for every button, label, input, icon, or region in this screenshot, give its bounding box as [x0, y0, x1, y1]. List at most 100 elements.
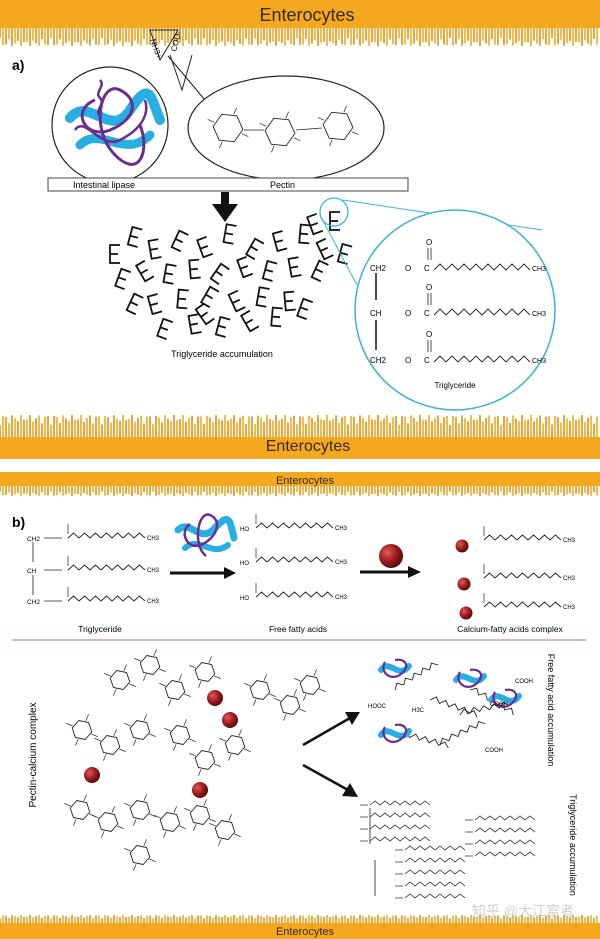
carbon-chain — [67, 564, 146, 571]
substituent-bond — [214, 763, 221, 767]
triglyceride-e-glyph — [227, 289, 246, 313]
substituent-bond — [293, 689, 297, 696]
substituent-bond — [293, 137, 301, 141]
triglyceride-e-glyph — [156, 317, 174, 341]
triglyceride-e-glyph — [315, 237, 334, 261]
substituent-bond — [113, 729, 117, 736]
formula-label: CH — [27, 568, 37, 575]
caption-b-triglyceride: Triglyceride — [78, 624, 122, 634]
triglyceride-e-glyph — [336, 242, 353, 265]
calcium-ion-icon — [379, 544, 403, 568]
arrow-right-1-icon — [170, 567, 236, 579]
substituent-bond — [178, 674, 182, 681]
sugar-ring — [97, 812, 119, 832]
carbon-chain — [429, 696, 478, 718]
triglyceride-e-glyph — [298, 223, 311, 245]
substituent-bond — [91, 733, 98, 737]
substituent-bond — [149, 813, 156, 817]
carbon-chain — [404, 869, 466, 875]
lipase-protein-icon — [457, 668, 483, 688]
triglyceride-e-glyph — [126, 225, 143, 248]
substituent-bond — [208, 744, 212, 751]
carbon-chain — [255, 556, 334, 563]
formula-label: C — [424, 356, 430, 365]
triglyceride-e-glyph — [236, 255, 254, 279]
lipase-small-icon — [174, 513, 238, 557]
triglyceride-e-glyph — [194, 303, 215, 326]
sugar-ring — [164, 680, 186, 700]
substituent-bond — [83, 794, 87, 801]
carbon-chain — [255, 522, 334, 529]
substituent-bond — [124, 803, 131, 807]
tag-nh3: NH3+ — [148, 38, 164, 61]
carbon-chain — [433, 263, 531, 271]
formula-label: CH3 — [563, 538, 576, 544]
band-bottom-label: Enterocytes — [276, 926, 335, 938]
triglyceride-e-glyph — [283, 290, 296, 312]
substituent-bond — [193, 824, 197, 831]
band-mid-small-label: Enterocytes — [276, 475, 335, 487]
substituent-bond — [317, 117, 325, 121]
substituent-bond — [253, 699, 257, 706]
sugar-ring — [129, 845, 151, 865]
formula-label: CH3 — [532, 358, 546, 365]
triglyceride-e-glyph — [255, 286, 270, 308]
substituent-bond — [189, 738, 196, 742]
triglyceride-e-glyph — [146, 293, 163, 316]
band-mid-big-label: Enterocytes — [266, 438, 350, 455]
band-top: Enterocytes — [0, 0, 600, 46]
lipase-protein-icon — [382, 723, 408, 743]
formula-label: O — [426, 283, 432, 292]
substituent-bond — [73, 819, 77, 826]
substituent-bond — [154, 815, 161, 819]
triglyceride-e-glyph — [147, 238, 162, 260]
substituent-bond — [203, 799, 207, 806]
sugar-ring — [194, 750, 216, 770]
substituent-bond — [198, 681, 202, 688]
carbon-chain — [433, 355, 531, 363]
carbon-chain — [439, 720, 486, 746]
triglyceride-e-glyph — [170, 229, 189, 253]
substituent-bond — [274, 698, 281, 702]
substituent-bond — [143, 839, 147, 846]
substituent-bond — [133, 819, 137, 826]
substituent-bond — [228, 754, 232, 761]
substituent-bond — [173, 806, 177, 813]
substituent-bond — [219, 738, 226, 742]
box-label-lipase: Intestinal lipase — [73, 180, 135, 190]
substituent-bond — [343, 105, 347, 113]
side-label-tg-accumulation: Triglyceride accumulation — [568, 794, 578, 896]
panel-a-label: a) — [12, 57, 24, 73]
lipase-protein-icon — [492, 688, 518, 708]
band-top-label: Enterocytes — [259, 5, 354, 25]
band-bottom: Enterocytes — [0, 915, 600, 939]
substituent-bond — [164, 728, 171, 732]
box-label-pectin: Pectin — [270, 180, 295, 190]
substituent-bond — [244, 683, 251, 687]
arrow-up-right-icon — [302, 712, 360, 747]
substituent-bond — [303, 694, 307, 701]
triglyceride-e-glyph — [214, 315, 231, 338]
substituent-bond — [168, 699, 172, 706]
caption-b-complex: Calcium-fatty acids complex — [457, 624, 564, 634]
sugar-ring — [224, 735, 246, 755]
substituent-bond — [218, 839, 222, 846]
carbon-chain — [67, 532, 146, 539]
triglyceride-e-glyph — [310, 259, 329, 283]
formula-label: C — [424, 264, 430, 273]
formula-label: CH2 — [370, 356, 387, 365]
substituent-bond — [134, 658, 141, 662]
substituent-bond — [207, 119, 215, 123]
substituent-bond — [133, 739, 137, 746]
formula-label: O — [405, 264, 411, 273]
substituent-bond — [149, 858, 156, 862]
substituent-bond — [129, 683, 136, 687]
formula-label: CH3 — [532, 266, 546, 273]
substituent-bond — [149, 733, 156, 737]
calcium-ion-icon — [457, 577, 471, 591]
substituent-bond — [299, 708, 306, 712]
triglyceride-e-glyph — [125, 292, 144, 316]
formula-label: CH — [370, 309, 382, 318]
